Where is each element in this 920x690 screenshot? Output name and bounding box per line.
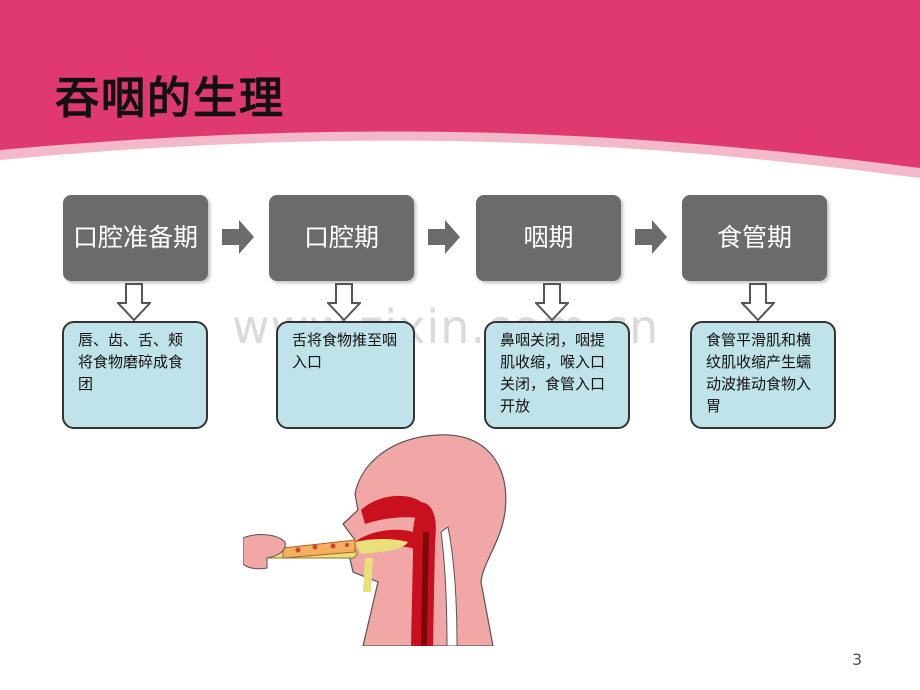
page-number: 3	[852, 650, 863, 669]
right-arrow-icon	[222, 220, 254, 254]
swallowing-anatomy-illustration	[243, 434, 507, 646]
down-arrow-icon	[535, 283, 569, 321]
down-arrow-icon	[327, 283, 361, 321]
stage-box-oral: 口腔期	[269, 195, 414, 281]
stage-box-pharyngeal: 咽期	[476, 195, 621, 281]
right-arrow-icon	[428, 220, 460, 254]
description-oral: 舌将食物推至咽入口	[276, 321, 415, 429]
description-oral-preparatory: 唇、齿、舌、颊将食物磨碎成食团	[62, 321, 208, 429]
slide-title: 吞咽的生理	[55, 73, 285, 124]
description-pharyngeal: 鼻咽关闭，咽提肌收缩，喉入口关闭，食管入口开放	[484, 321, 630, 429]
stage-box-esophageal: 食管期	[682, 195, 827, 281]
description-esophageal: 食管平滑肌和横纹肌收缩产生蠕动波推动食物入胃	[690, 321, 836, 429]
right-arrow-icon	[635, 220, 667, 254]
down-arrow-icon	[117, 283, 151, 321]
stage-box-oral-preparatory: 口腔准备期	[63, 195, 208, 281]
down-arrow-icon	[741, 283, 775, 321]
title-banner	[0, 0, 920, 178]
